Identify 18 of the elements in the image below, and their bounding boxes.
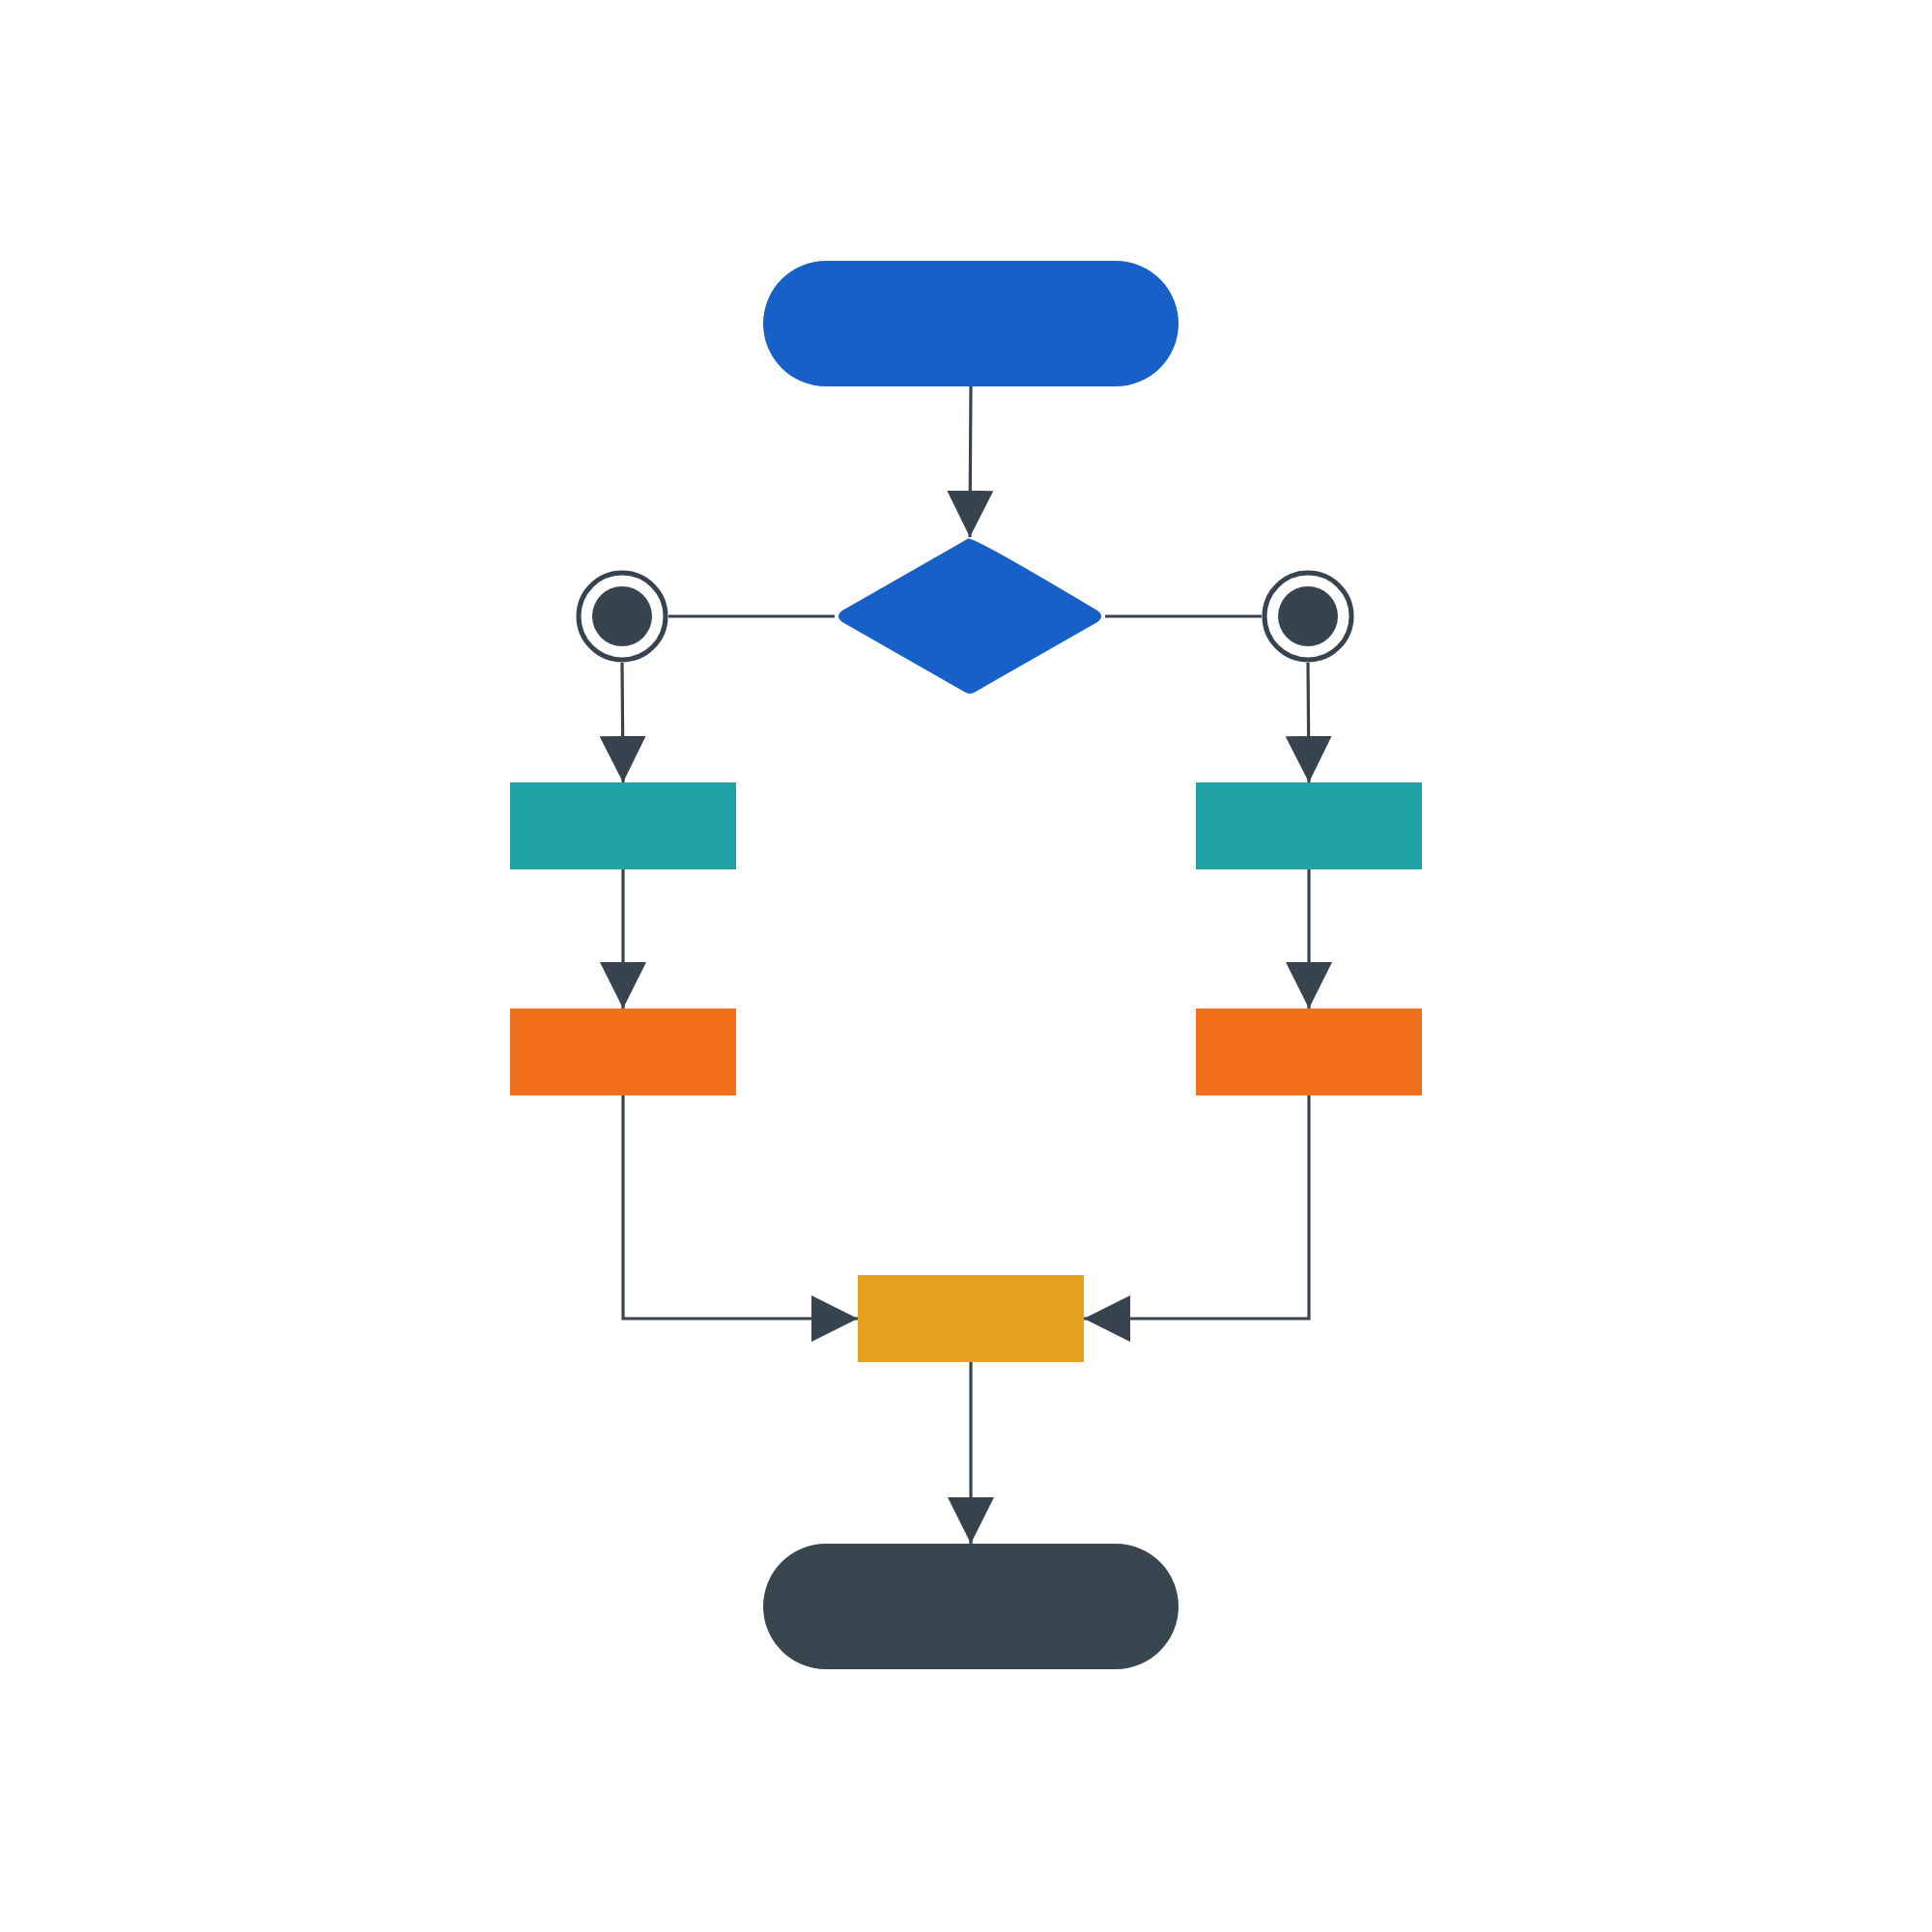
arrow [1285,663,1332,782]
arrow [1084,1095,1311,1342]
process-box [510,1009,736,1095]
connector-line [668,614,835,618]
connector-circle [1262,570,1354,663]
arrow [600,869,646,1009]
connector-circle [576,570,668,663]
process-box [510,782,736,869]
process-box [1196,1009,1422,1095]
connector-line [1105,614,1262,618]
arrow [1286,869,1332,1009]
arrow [621,1095,858,1342]
decision-diamond [835,537,1105,696]
process-box [858,1275,1084,1362]
process-box [1196,782,1422,869]
arrow [948,1362,994,1544]
arrow [599,663,646,782]
arrow [947,386,994,537]
